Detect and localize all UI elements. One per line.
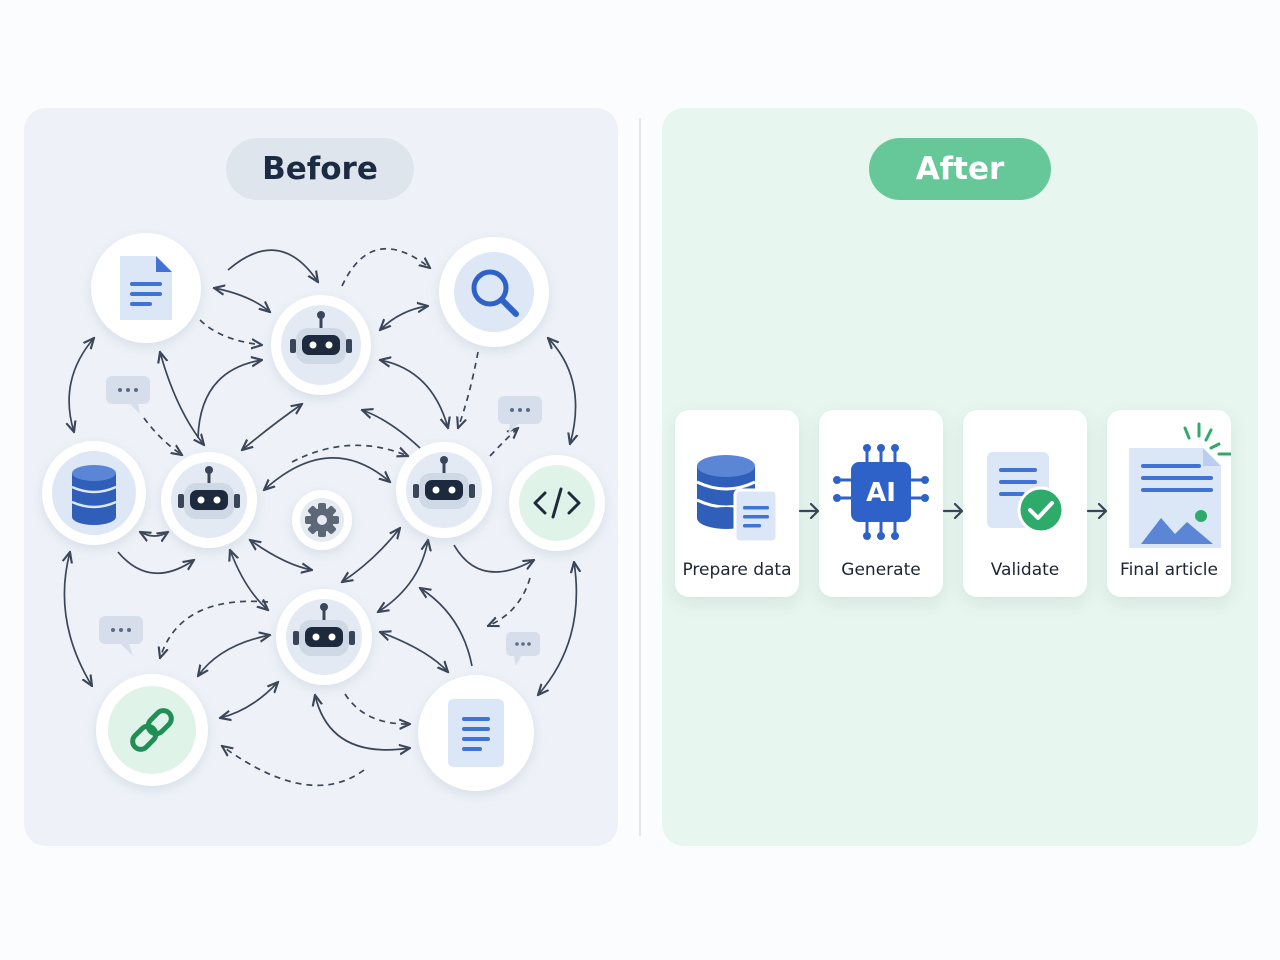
step-prepare-data: Prepare data [675, 410, 799, 597]
divider [639, 118, 641, 836]
connection-arrows [64, 247, 576, 787]
step-label: Prepare data [682, 560, 792, 580]
step-label: Final article [1120, 560, 1218, 580]
chat-bubble-icon [506, 632, 540, 666]
step-final-article: Final article [1107, 410, 1231, 597]
article-image-icon [1129, 422, 1231, 548]
document-check-icon [987, 452, 1065, 534]
chat-bubble-icon [106, 376, 150, 414]
step-generate: AI Generate [819, 410, 943, 597]
link-icon [96, 674, 208, 786]
before-label: Before [226, 138, 414, 200]
ai-chip-icon: AI [833, 444, 929, 540]
document-icon [91, 233, 201, 343]
database-document-icon [696, 455, 779, 544]
step-label: Validate [990, 560, 1060, 580]
robot-icon [161, 452, 257, 548]
document-lines-icon [418, 675, 534, 791]
arrow-right-icon [942, 502, 964, 520]
gear-icon [292, 490, 352, 550]
arrow-right-icon [1086, 502, 1108, 520]
robot-icon [276, 589, 372, 685]
after-label: After [869, 138, 1051, 200]
chat-bubble-icon [498, 396, 542, 434]
search-icon [439, 237, 549, 347]
code-icon [509, 455, 605, 551]
database-icon [42, 441, 146, 545]
arrow-right-icon [798, 502, 820, 520]
robot-icon [396, 442, 492, 538]
step-validate: Validate [963, 410, 1087, 597]
before-network-diagram [42, 233, 605, 791]
chat-bubble-icon [99, 616, 143, 656]
ai-chip-text: AI [866, 478, 896, 508]
step-label: Generate [841, 560, 921, 580]
robot-icon [271, 295, 371, 395]
